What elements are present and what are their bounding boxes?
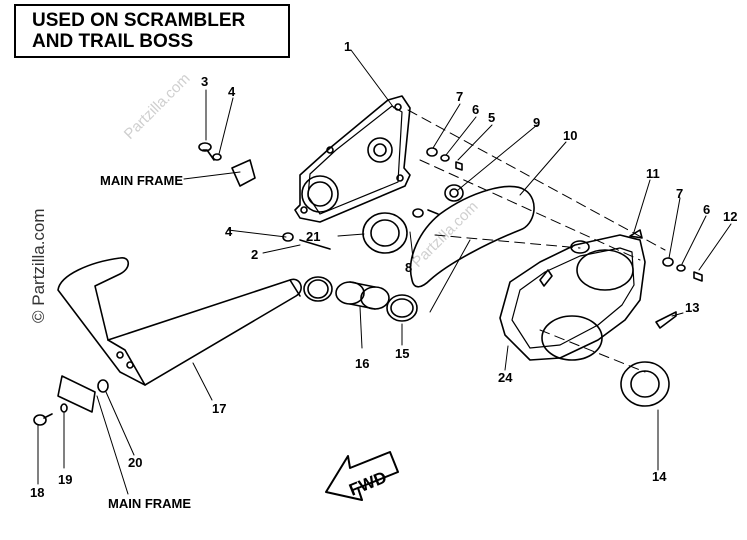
bolt-3-assembly [198, 142, 222, 161]
callout-11: 11 [646, 166, 660, 181]
washer-14 [620, 361, 670, 407]
inner-cover-plate [294, 95, 411, 223]
model-applicability-banner: USED ON SCRAMBLER AND TRAIL BOSS [14, 4, 290, 58]
callout-18: 18 [30, 485, 44, 500]
callout-8: 8 [405, 260, 412, 275]
callout-14: 14 [652, 469, 667, 484]
pin-13 [655, 311, 677, 329]
leader-lines [37, 49, 732, 495]
callout-numbers: 1 2 3 4 4 5 6 6 7 7 8 9 10 11 12 13 14 1… [30, 39, 737, 500]
callout-3: 3 [201, 74, 208, 89]
banner-line-1: USED ON SCRAMBLER [32, 10, 246, 31]
callout-2: 2 [251, 247, 258, 262]
callout-15: 15 [395, 346, 409, 361]
callout-6-right: 6 [703, 202, 710, 217]
forward-direction-arrow [325, 451, 399, 501]
callout-5: 5 [488, 110, 495, 125]
callout-4-upper: 4 [228, 84, 236, 99]
screw-18 [33, 413, 53, 426]
label-fwd: FWD [346, 468, 389, 500]
drive-belt [409, 185, 535, 288]
diagonal-watermark: Partzilla.com [121, 70, 194, 143]
callout-16: 16 [355, 356, 369, 371]
callout-10: 10 [563, 128, 577, 143]
callout-13: 13 [685, 300, 699, 315]
fastener-stack-right [662, 257, 703, 282]
callout-7-upper: 7 [456, 89, 463, 104]
callout-17: 17 [212, 401, 226, 416]
callout-21: 21 [306, 229, 320, 244]
nut-20 [97, 379, 109, 393]
callout-20: 20 [128, 455, 142, 470]
callout-19: 19 [58, 472, 72, 487]
outer-drive-cover [499, 229, 646, 361]
washer-19 [60, 403, 68, 413]
callout-1: 1 [344, 39, 351, 54]
banner-line-2: AND TRAIL BOSS [32, 31, 194, 52]
bracket-main-frame-lower [57, 375, 96, 413]
clamp-ring-left [303, 276, 333, 302]
bracket-main-frame-upper [231, 159, 256, 187]
fastener-stack-upper [412, 147, 463, 218]
callout-12: 12 [723, 209, 737, 224]
label-main-frame-upper: MAIN FRAME [100, 173, 183, 188]
spacer-9 [444, 184, 464, 202]
clamp-ring-15 [386, 294, 418, 322]
callout-7-right: 7 [676, 186, 683, 201]
callout-6-upper: 6 [472, 102, 479, 117]
callout-9: 9 [533, 115, 540, 130]
label-main-frame-lower: MAIN FRAME [108, 496, 191, 511]
callout-24: 24 [498, 370, 513, 385]
callout-4-lower: 4 [225, 224, 233, 239]
oil-seal-21 [362, 212, 408, 254]
intake-duct-17 [57, 257, 302, 386]
sleeve-16 [335, 281, 390, 310]
